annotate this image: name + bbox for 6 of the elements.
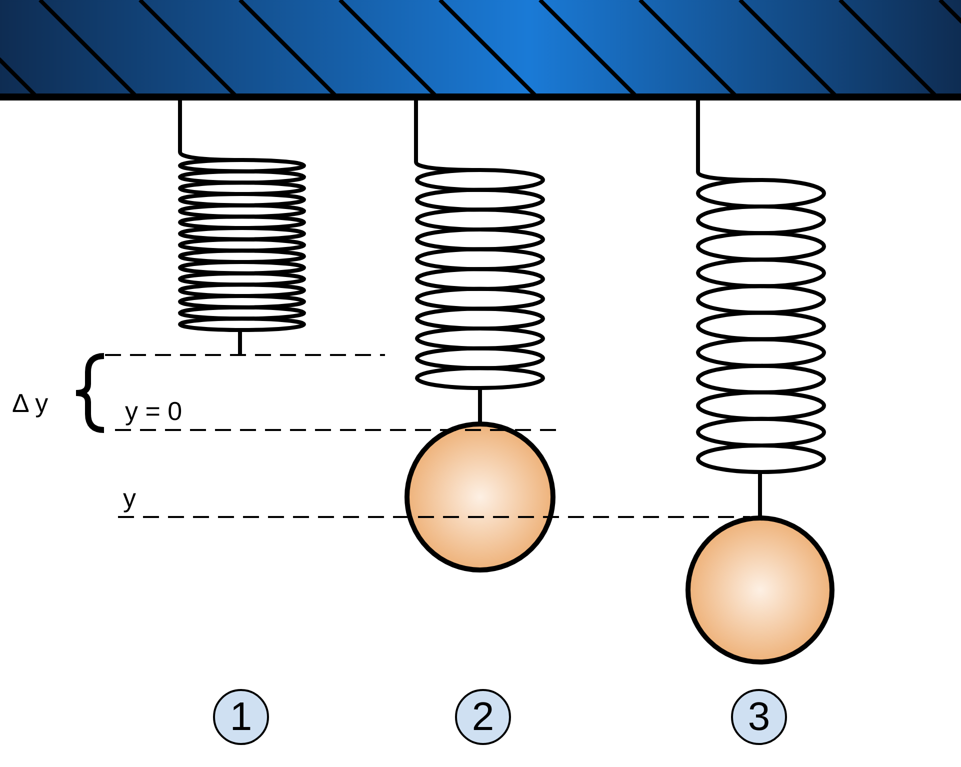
callout-number: 1 [213, 689, 269, 745]
axis-label: y [123, 485, 136, 511]
axis-label: Δ y [12, 390, 48, 416]
callout-number: 2 [455, 689, 511, 745]
axis-label: y = 0 [125, 398, 182, 424]
callout-number: 3 [731, 689, 787, 745]
